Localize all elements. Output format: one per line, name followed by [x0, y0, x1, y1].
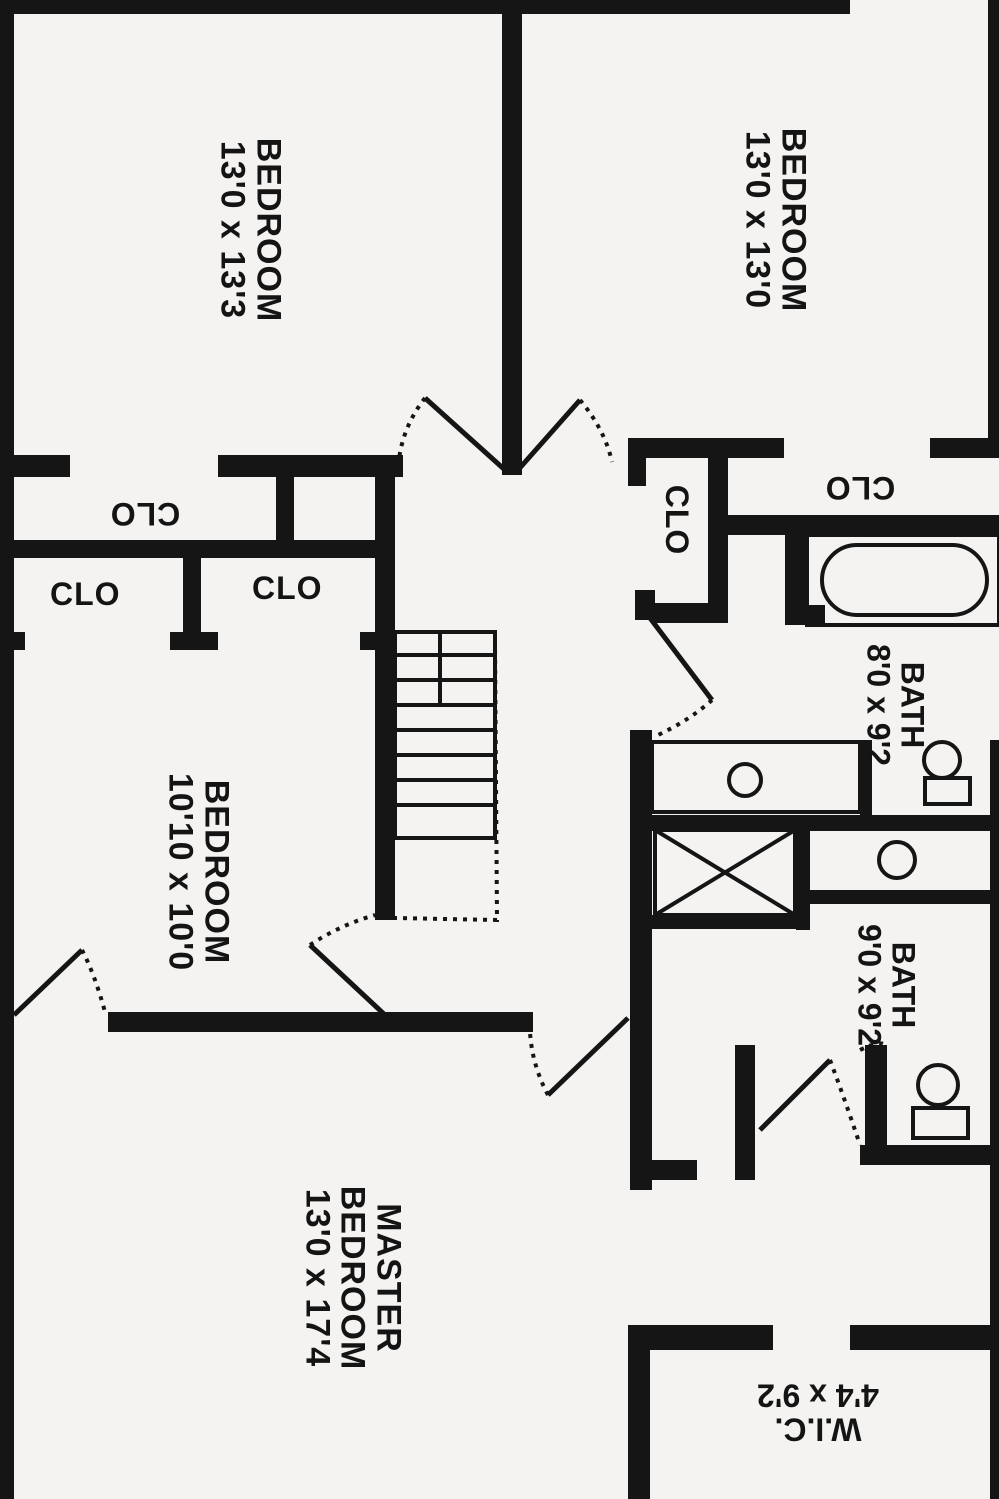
wall-bath-left [630, 730, 652, 1190]
room-name: BEDROOM [197, 779, 236, 965]
closet-label-mid-center: CLO [252, 570, 323, 606]
room-name: BEDROOM [249, 137, 288, 323]
wall-master-top [108, 1012, 533, 1032]
room-name: BATH [885, 941, 922, 1029]
room-size: 13'0 x 13'0 [739, 130, 777, 310]
room-size: 10'10 x 10'0 [162, 772, 200, 972]
room-name: W.I.C. [774, 1411, 862, 1448]
wall-stair [375, 470, 395, 920]
closet-label-top-right: CLO [824, 469, 896, 506]
room-label-bedroom-ne: BEDROOM 13'0 x 13'0 [739, 127, 813, 313]
room-label-bedroom-w: BEDROOM 10'10 x 10'0 [162, 772, 236, 972]
wall-right-bottom [990, 740, 999, 1499]
wall-top [0, 0, 850, 14]
room-size: 8'0 x 9'2 [861, 644, 897, 766]
room-label-master-bedroom: MASTER BEDROOM 13'0 x 17'4 [298, 1185, 408, 1371]
closet-label-mid-left: CLO [50, 576, 121, 612]
room-label-bedroom-nw: BEDROOM 13'0 x 13'3 [214, 137, 288, 323]
room-label-bath-lower: BATH 9'0 x 9'2 [852, 924, 922, 1046]
room-size: 13'0 x 13'3 [214, 140, 252, 320]
wall-center-vertical [502, 0, 522, 475]
room-name-line2: BEDROOM [333, 1185, 372, 1371]
room-size: 4'4 x 9'2 [757, 1378, 879, 1414]
wall-left [0, 0, 14, 1499]
room-name-line1: MASTER [369, 1203, 408, 1353]
closet-label-center-right: CLO [658, 484, 695, 556]
room-label-bath-upper: BATH 8'0 x 9'2 [861, 644, 931, 766]
room-label-wic: W.I.C. 4'4 x 9'2 [757, 1378, 879, 1448]
room-name: BATH [894, 661, 931, 749]
closet-label-top-left: CLO [109, 495, 181, 532]
room-size: 13'0 x 17'4 [298, 1188, 337, 1368]
room-name: BEDROOM [774, 127, 813, 313]
wall-right-top [988, 0, 999, 440]
room-size: 9'0 x 9'2 [852, 924, 888, 1046]
